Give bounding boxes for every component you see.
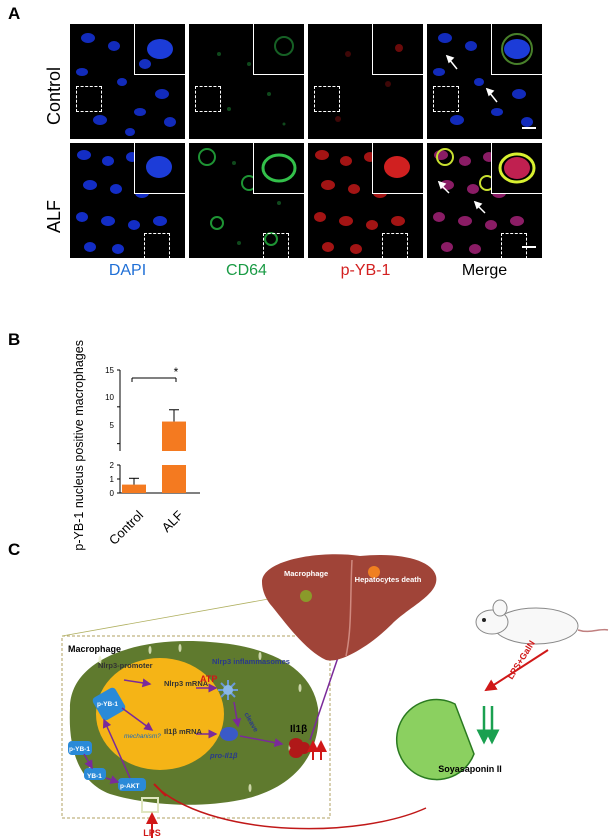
image-control-merge <box>427 24 542 139</box>
pyb1-nucleus-label: p-YB-1 <box>97 701 118 708</box>
column-label-cd64: CD64 <box>226 262 267 279</box>
image-alf-dapi <box>70 143 185 258</box>
y-tick-label-2: 2 <box>110 461 115 470</box>
bar-alf-upper <box>162 421 186 451</box>
il1b-mrna-label: Il1β mRNA <box>164 727 203 736</box>
mechanism-label: mechanism? <box>124 733 161 740</box>
bar-control <box>122 484 146 493</box>
column-label-dapi: DAPI <box>108 262 147 279</box>
panel-c-letter: C <box>8 540 21 559</box>
image-control-pyb1 <box>308 24 423 139</box>
image-alf-cd64 <box>189 143 304 258</box>
y-tick-label-5: 5 <box>110 421 115 430</box>
yb1-label: YB-1 <box>87 773 102 780</box>
macrophage-box-title: Macrophage <box>68 644 121 654</box>
mechanism-diagram: Macrophage Macrophage Hepatocytes death … <box>61 554 609 838</box>
panel-b-letter: B <box>8 330 21 349</box>
x-tick-label-alf: ALF <box>159 507 187 535</box>
column-label-pyb1: p-YB-1 <box>340 262 391 279</box>
liver-macrophage-label: Macrophage <box>284 569 328 578</box>
bar-alf-lower <box>162 465 186 493</box>
nlrp3-inflammasomes-label: Nlrp3 inflammasomes <box>212 657 290 666</box>
y-tick-label-1: 1 <box>110 475 115 484</box>
nlrp3-mrna-label: Nlrp3 mRNA <box>164 679 209 688</box>
pyb1-cytoplasm-label: p-YB-1 <box>69 746 90 753</box>
nlrp3-promoter-label: Nlrp3-promoter <box>98 661 153 670</box>
il1b-label: Il1β <box>290 724 307 735</box>
bar-chart: p-YB-1 nucleus positive macrophages % 0 … <box>72 340 200 551</box>
atp-label: ATP <box>200 674 217 684</box>
lps-label: LPS <box>143 828 161 838</box>
image-alf-pyb1 <box>308 143 423 258</box>
hepatocytes-death-label: Hepatocytes death <box>355 575 422 584</box>
image-control-dapi <box>70 24 185 139</box>
significance-star: * <box>174 365 179 379</box>
image-control-cd64 <box>189 24 304 139</box>
row-label-alf: ALF <box>44 199 64 233</box>
row-label-control: Control <box>44 66 64 125</box>
y-tick-label-15: 15 <box>105 366 114 375</box>
panel-a-letter: A <box>8 4 21 23</box>
y-tick-label-10: 10 <box>105 393 114 402</box>
pakt-label: p-AKT <box>120 783 140 790</box>
y-tick-label-0: 0 <box>110 489 115 498</box>
pro-il1b-label: pro-Il1β <box>209 751 238 760</box>
image-alf-merge <box>427 143 542 258</box>
column-label-merge: Merge <box>461 262 508 279</box>
soyasaponin-label: Soyasaponin II <box>438 764 502 774</box>
y-axis-label: p-YB-1 nucleus positive macrophages % <box>72 340 86 551</box>
